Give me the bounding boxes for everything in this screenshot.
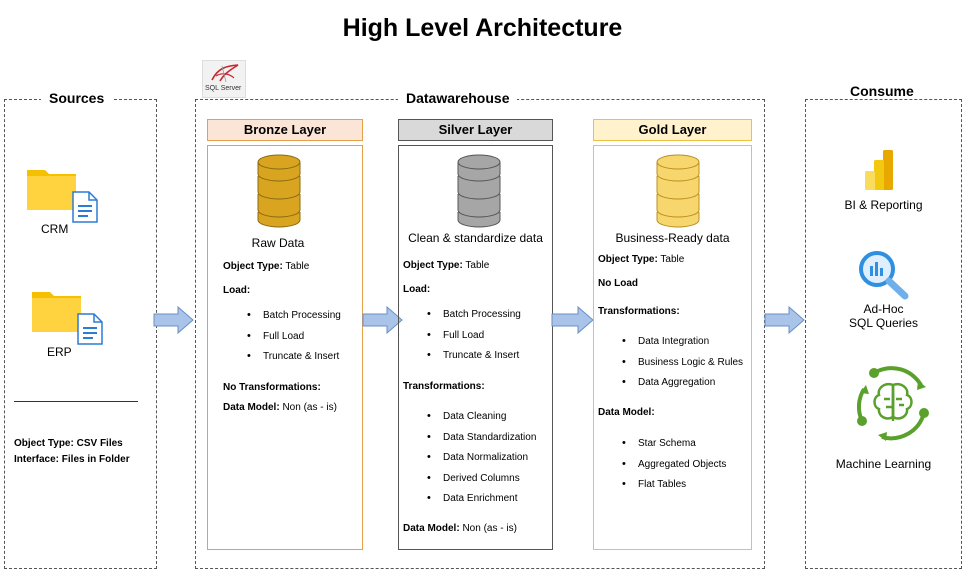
list-item: Full Load (423, 329, 521, 351)
bronze-subtitle: Raw Data (251, 236, 305, 250)
database-icon (257, 154, 301, 228)
bronze-object-type: Object Type: Table (223, 261, 310, 272)
list-item: Batch Processing (243, 309, 341, 331)
list-item: Star Schema (618, 437, 726, 459)
gold-layer-box (593, 145, 752, 550)
sources-title: Sources (41, 90, 113, 106)
silver-data-model: Data Model: Non (as - is) (403, 523, 517, 534)
power-bi-icon (865, 150, 893, 190)
list-item: Batch Processing (423, 308, 521, 330)
list-item: Business Logic & Rules (618, 356, 743, 378)
list-item: Data Integration (618, 335, 743, 357)
list-item: Data Standardization (423, 431, 536, 453)
list-item: Data Cleaning (423, 410, 536, 432)
silver-layer-box (398, 145, 553, 550)
list-item: Data Normalization (423, 451, 536, 473)
sources-interface: Interface: Files in Folder (14, 454, 130, 465)
list-item: Data Aggregation (618, 376, 743, 398)
list-item: Data Enrichment (423, 492, 536, 514)
magnifier-chart-icon (859, 251, 909, 300)
sqlserver-icon (211, 64, 239, 83)
arrow-right-icon (153, 306, 194, 334)
list-item: Flat Tables (618, 478, 726, 500)
gold-transformations-label: Transformations: (598, 306, 680, 317)
silver-transformations-list: Data Cleaning Data Standardization Data … (423, 410, 536, 514)
folder-document-icon (27, 170, 98, 223)
database-icon (656, 154, 700, 228)
silver-load-label: Load: (403, 284, 431, 295)
gold-data-model-list: Star Schema Aggregated Objects Flat Tabl… (618, 437, 726, 500)
sources-object-type: Object Type: CSV Files (14, 438, 123, 449)
source-label-crm: CRM (41, 222, 69, 236)
bronze-load-label: Load: (223, 285, 251, 296)
arrow-right-icon (362, 306, 403, 334)
list-item: Full Load (243, 330, 341, 352)
database-icon (457, 154, 501, 228)
arrow-right-icon (551, 306, 594, 334)
silver-subtitle: Clean & standardize data (408, 231, 543, 245)
consume-label-bi: BI & Reporting (844, 198, 923, 212)
list-item: Truncate & Insert (423, 349, 521, 371)
silver-transformations-label: Transformations: (403, 381, 485, 392)
gold-subtitle: Business-Ready data (615, 231, 730, 245)
bronze-load-list: Batch Processing Full Load Truncate & In… (243, 309, 341, 372)
gold-object-type: Object Type: Table (598, 254, 685, 265)
sqlserver-label: SQL Server (205, 85, 242, 92)
consume-label-ml: Machine Learning (835, 457, 932, 471)
sqlserver-logo: SQL Server (202, 60, 246, 98)
consume-title: Consume (842, 83, 922, 99)
silver-layer-header: Silver Layer (398, 119, 553, 141)
gold-layer-header: Gold Layer (593, 119, 752, 141)
consume-panel (805, 99, 962, 569)
consume-label-adhoc: Ad-Hoc SQL Queries (849, 302, 918, 330)
bronze-layer-header: Bronze Layer (207, 119, 363, 141)
gold-transformations-list: Data Integration Business Logic & Rules … (618, 335, 743, 398)
arrow-right-icon (764, 306, 805, 334)
divider (14, 401, 138, 402)
folder-document-icon (32, 292, 103, 345)
list-item: Aggregated Objects (618, 458, 726, 480)
bronze-data-model: Data Model: Non (as - is) (223, 402, 337, 413)
list-item: Truncate & Insert (243, 350, 341, 372)
gold-load-label: No Load (598, 278, 638, 289)
bronze-layer-box (207, 145, 363, 550)
source-label-erp: ERP (47, 345, 72, 359)
brain-gear-icon (856, 366, 929, 441)
gold-data-model-label: Data Model: (598, 407, 655, 418)
list-item: Derived Columns (423, 472, 536, 494)
silver-load-list: Batch Processing Full Load Truncate & In… (423, 308, 521, 371)
bronze-transformations-label: No Transformations: (223, 382, 321, 393)
datawarehouse-title: Datawarehouse (398, 90, 518, 106)
page-title: High Level Architecture (342, 14, 623, 42)
silver-object-type: Object Type: Table (403, 260, 490, 271)
